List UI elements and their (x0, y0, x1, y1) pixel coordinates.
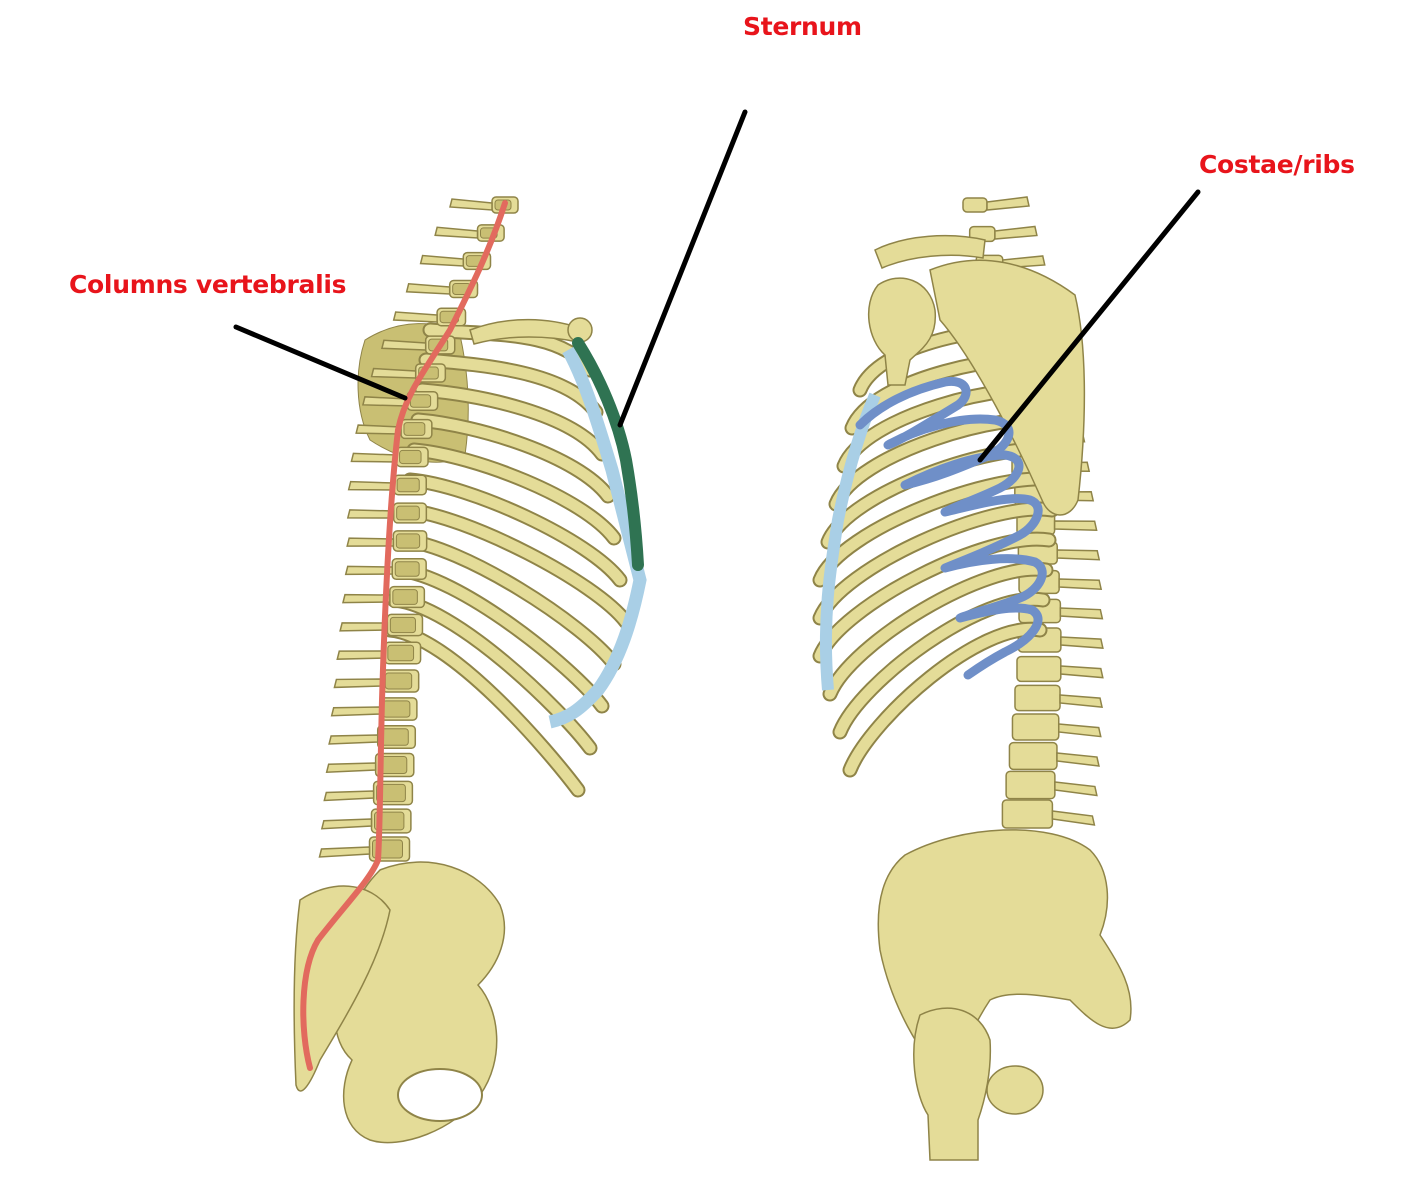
skeleton-anterolateral-view (812, 196, 1132, 1161)
skeleton-lateral-view (293, 196, 647, 1144)
vertebra (1001, 799, 1096, 829)
label-sternum: Sternum (743, 12, 862, 41)
vertebra (330, 697, 418, 721)
costal-cartilage-right (819, 392, 881, 691)
femur-right (913, 1007, 992, 1161)
humeral-head (867, 277, 937, 386)
greater-trochanter (986, 1065, 1044, 1115)
vertebra (1011, 713, 1102, 741)
vertebral-column-highlight (300, 200, 508, 1071)
vertebra (1005, 770, 1098, 800)
label-costae-ribs: Costae/ribs (1199, 150, 1355, 179)
vertebra (342, 585, 426, 609)
costae-leader-line (977, 189, 1201, 463)
vertebra (449, 196, 519, 214)
vertebra (1014, 684, 1103, 712)
vertebra (962, 196, 1030, 213)
vertebra (318, 836, 411, 862)
vertebra (361, 391, 439, 411)
vertebra (1016, 655, 1104, 683)
clavicle-right (874, 234, 986, 269)
vertebral-column-lateral (318, 196, 519, 862)
vertebra (339, 613, 424, 637)
vertebra (344, 557, 427, 581)
scapula-right (929, 259, 1086, 516)
vertebra (333, 669, 420, 693)
obturator-foramen (397, 1068, 483, 1122)
vertebra (328, 724, 417, 750)
vertebra (346, 530, 428, 552)
vertebra (336, 641, 422, 665)
vertebra (346, 502, 428, 524)
costal-cartilage-left (548, 346, 647, 729)
vertebra (1008, 741, 1100, 771)
vertebralis-leader-line (233, 324, 408, 401)
vertebra (320, 808, 412, 834)
vertebra (355, 418, 433, 440)
sternum-highlight (572, 337, 644, 571)
vertebra (323, 780, 414, 806)
ribs-highlight (855, 376, 1047, 680)
sternum-leader-line (617, 109, 748, 428)
rib (402, 472, 628, 588)
vertebra (325, 752, 415, 778)
vertebra (347, 474, 427, 496)
label-columns-vertebralis: Columns vertebralis (69, 270, 347, 299)
vertebra (350, 446, 429, 468)
